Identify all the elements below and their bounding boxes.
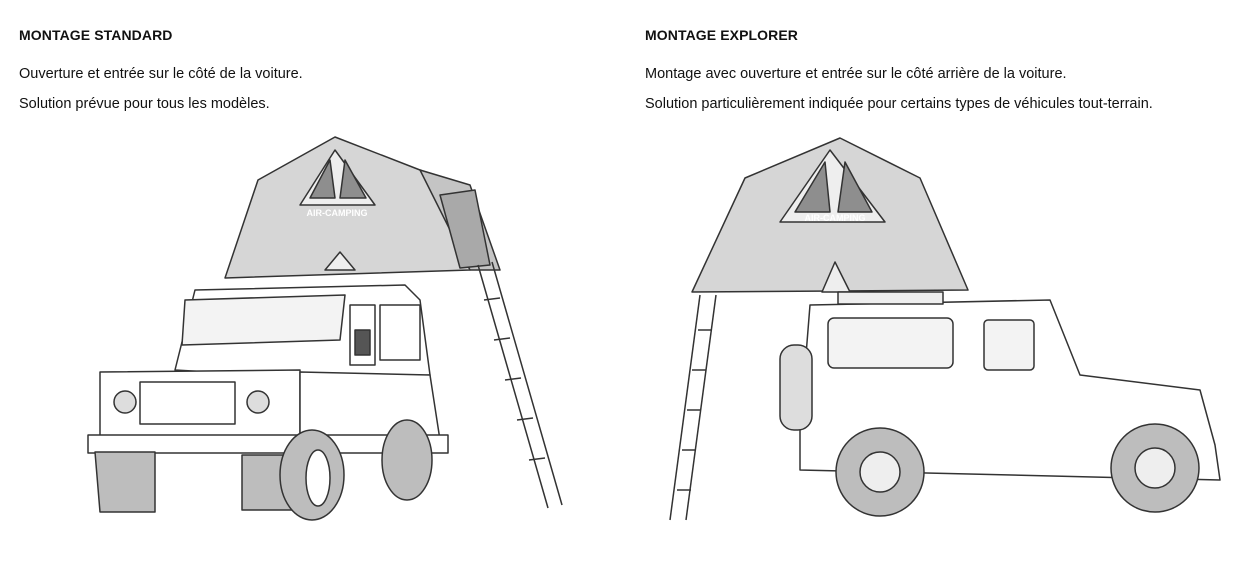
air-camping-logo-text: AIR-CAMPING [307,208,368,218]
tires [94,419,433,521]
roof-tent: AIR-CAMPING [691,137,969,293]
air-camping-logo-text: AIR-CAMPING [805,213,866,223]
explorer-mount-title: MONTAGE EXPLORER [645,27,799,43]
standard-mount-title: MONTAGE STANDARD [19,27,173,43]
standard-mount-illustration: AIR-CAMPING [87,136,563,521]
ladder [477,261,563,509]
tires [835,423,1200,517]
explorer-mount-illustration: AIR-CAMPING [669,137,1221,521]
roof-tent: AIR-CAMPING [224,136,501,279]
explorer-mount-line-1: Montage avec ouverture et entrée sur le … [645,66,1067,82]
ladder [669,294,717,521]
standard-mount-line-1: Ouverture et entrée sur le côté de la vo… [19,66,303,82]
explorer-mount-line-2: Solution particulièrement indiquée pour … [645,96,1153,112]
standard-mount-line-2: Solution prévue pour tous les modèles. [19,96,270,112]
vehicle-front [87,284,449,454]
